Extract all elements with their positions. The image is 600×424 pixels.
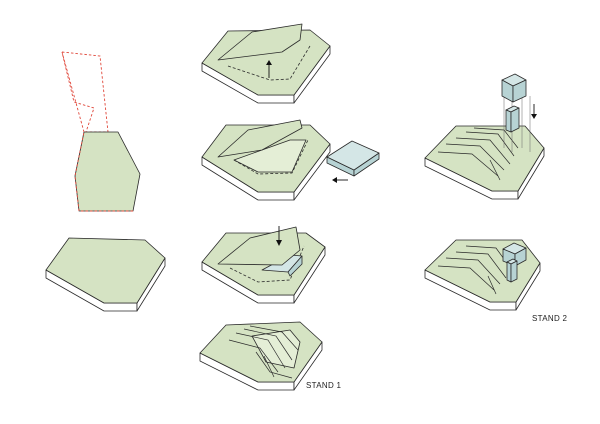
base-slab <box>45 237 166 312</box>
step-3-press-down <box>201 226 326 304</box>
stand-2-process <box>424 73 545 200</box>
stand-1-model <box>199 321 323 391</box>
stand-2-label: STAND 2 <box>532 314 568 323</box>
site-plan-outline <box>61 51 141 212</box>
stand-2-model <box>424 239 541 311</box>
stand-1-label: STAND 1 <box>306 381 342 390</box>
step-1-lift-terrain <box>201 23 331 104</box>
step-2-insert-block <box>201 119 380 201</box>
